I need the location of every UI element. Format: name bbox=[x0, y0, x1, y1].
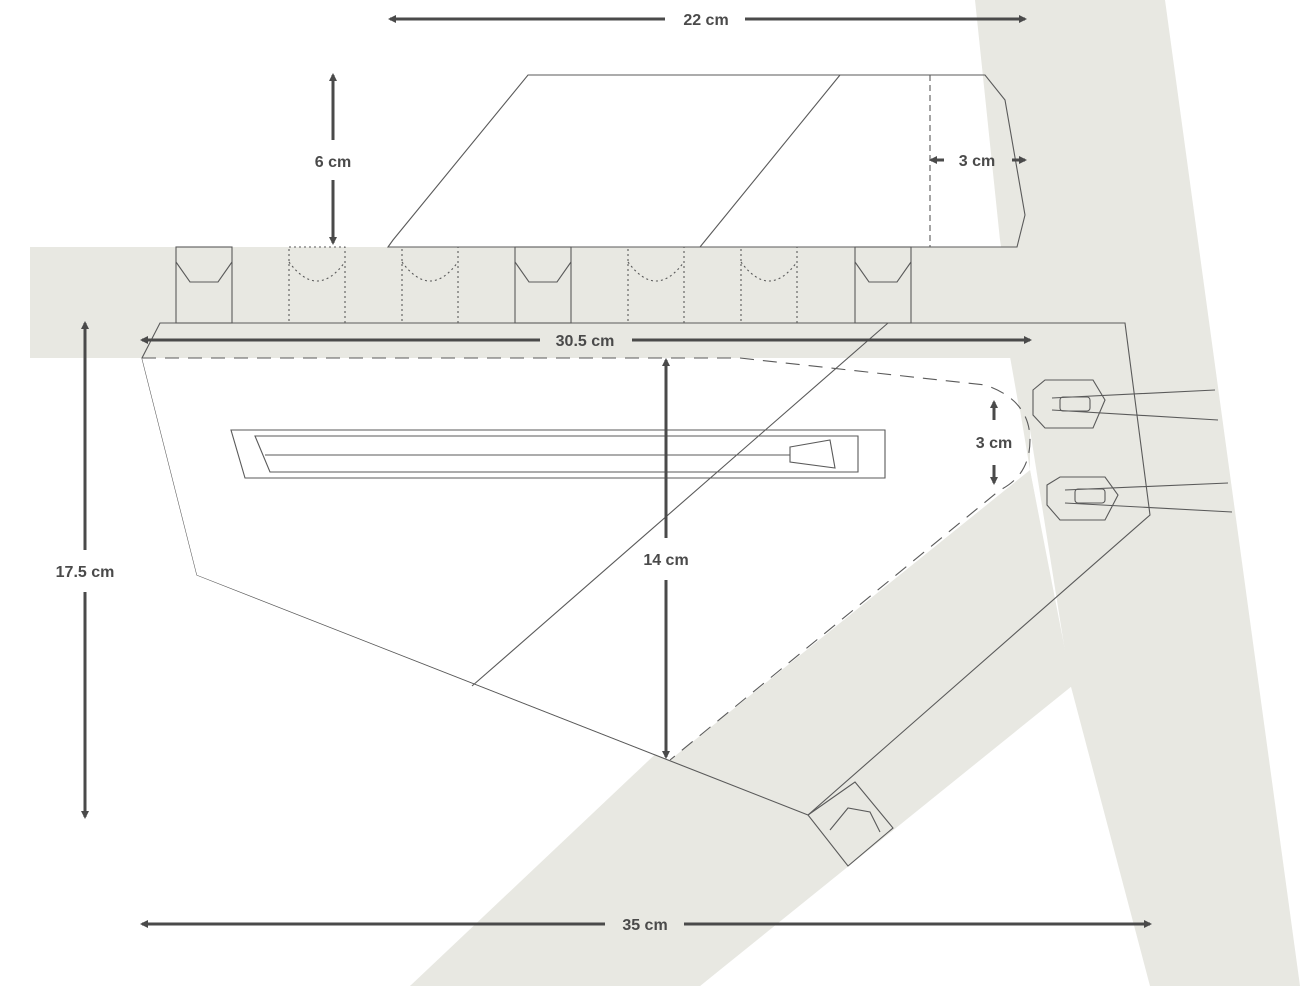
strap bbox=[854, 246, 912, 324]
frame-bag-inner-white bbox=[142, 358, 1030, 760]
dim-22cm: 22 cm bbox=[388, 12, 1027, 29]
dim-6cm: 6 cm bbox=[315, 73, 351, 245]
dim-3cm-width: 3 cm bbox=[976, 400, 1012, 485]
top-tube-bag bbox=[386, 74, 1026, 248]
frame-bag bbox=[141, 322, 1151, 816]
dim-17-5cm: 17.5 cm bbox=[56, 321, 115, 819]
dim-35cm: 35 cm bbox=[140, 917, 1152, 934]
dim-label: 30.5 cm bbox=[556, 333, 615, 350]
frame-bag-dashed-seam bbox=[142, 357, 1031, 761]
frame-bag-panel-line bbox=[471, 322, 889, 687]
dim-14cm: 14 cm bbox=[643, 358, 689, 759]
dim-30-5cm: 30.5 cm bbox=[140, 333, 1032, 350]
bottom-strap bbox=[807, 781, 894, 867]
zipper-pull bbox=[789, 439, 836, 469]
zipper bbox=[230, 429, 886, 479]
dim-label: 17.5 cm bbox=[56, 564, 115, 581]
dim-label: 3 cm bbox=[976, 435, 1012, 452]
dim-3cm-top: 3 cm bbox=[929, 153, 1027, 170]
strap bbox=[175, 246, 233, 324]
strap-dotted bbox=[288, 246, 798, 324]
seat-tube bbox=[975, 0, 1300, 986]
dim-label: 22 cm bbox=[683, 12, 728, 29]
dim-label: 35 cm bbox=[622, 917, 667, 934]
dim-label: 6 cm bbox=[315, 154, 351, 171]
dim-label: 14 cm bbox=[643, 552, 688, 569]
strap bbox=[514, 246, 572, 324]
bottle-cage-mount bbox=[1032, 379, 1219, 429]
straps bbox=[175, 246, 912, 867]
bottle-cage-mount bbox=[1046, 476, 1233, 521]
dim-label: 3 cm bbox=[959, 153, 995, 170]
